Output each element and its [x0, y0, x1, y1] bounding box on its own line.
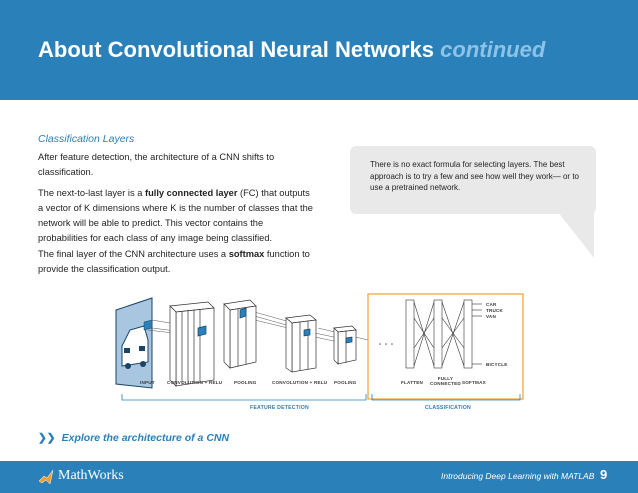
label-fc-line-2: CONNECTED [430, 381, 461, 386]
paragraph-2-bold: fully connected layer [144, 188, 238, 198]
output-label-bicycle: BICYCLE [486, 362, 508, 367]
pool-layer-1 [223, 299, 257, 369]
label-pooling-2: POOLING [334, 380, 357, 385]
input-image-icon [115, 297, 153, 389]
footer-tagline: Introducing Deep Learning with MATLAB [441, 471, 595, 481]
label-softmax: SOFTMAX [462, 380, 486, 385]
flatten-dots [379, 343, 393, 345]
paragraph-3: The final layer of the CNN architecture … [38, 247, 313, 277]
label-feature-detection: FEATURE DETECTION [250, 405, 309, 411]
page-title-main: About Convolutional Neural Networks [38, 37, 435, 62]
paragraph-3-text-c: function to provide the classification o… [38, 249, 310, 274]
callout-text: There is no exact formula for selecting … [370, 160, 579, 192]
page-title-suffix: continued [440, 37, 546, 62]
output-label-car: CAR [486, 302, 497, 307]
double-chevron-right-icon: ❯❯ [38, 432, 56, 444]
label-pooling-1: POOLING [234, 380, 257, 385]
fc-columns [405, 299, 482, 369]
label-fc-line-1: FULLY [437, 376, 454, 381]
classification-box [367, 293, 524, 400]
explore-architecture-link[interactable]: ❯❯ Explore the architecture of a CNN [38, 432, 229, 444]
paragraph-2: The next-to-last layer is a fully connec… [38, 186, 313, 246]
output-label-truck: TRUCK [486, 308, 504, 313]
label-conv-relu-1: CONVOLUTION + RELU [167, 380, 223, 385]
footer-bar [0, 461, 638, 493]
label-input: INPUT [140, 380, 155, 385]
page-number: 9 [600, 467, 608, 482]
conv-layer-2 [285, 314, 317, 373]
label-conv-relu-2: CONVOLUTION + RELU [272, 380, 328, 385]
output-label-van: VAN [486, 314, 496, 319]
explore-link-label: Explore the architecture of a CNN [61, 432, 230, 444]
mathworks-logo-icon [38, 469, 54, 485]
classification-bracket [371, 394, 521, 401]
label-classification: CLASSIFICATION [425, 405, 471, 411]
callout-bubble [350, 146, 596, 214]
paragraph-3-text-a: The final layer of the CNN architecture … [38, 249, 229, 259]
conv-layer-1 [169, 301, 215, 387]
header-banner [0, 0, 638, 100]
mathworks-logo-text: MathWorks [58, 468, 124, 483]
cnn-architecture-diagram [115, 293, 524, 401]
paragraph-2-text-a: The next-to-last layer is a [38, 188, 145, 198]
paragraph-1: After feature detection, the architectur… [38, 152, 275, 177]
label-flatten: FLATTEN [401, 380, 423, 385]
page-title: About Convolutional Neural Networks cont… [38, 37, 545, 63]
feature-detection-bracket [121, 394, 367, 401]
pool-layer-2 [333, 325, 357, 365]
paragraph-2-text-c: (FC) that outputs a vector of K dimensio… [38, 188, 313, 243]
callout-tail [558, 212, 594, 258]
paragraph-3-bold: softmax [228, 249, 265, 259]
section-title: Classification Layers [38, 133, 135, 145]
